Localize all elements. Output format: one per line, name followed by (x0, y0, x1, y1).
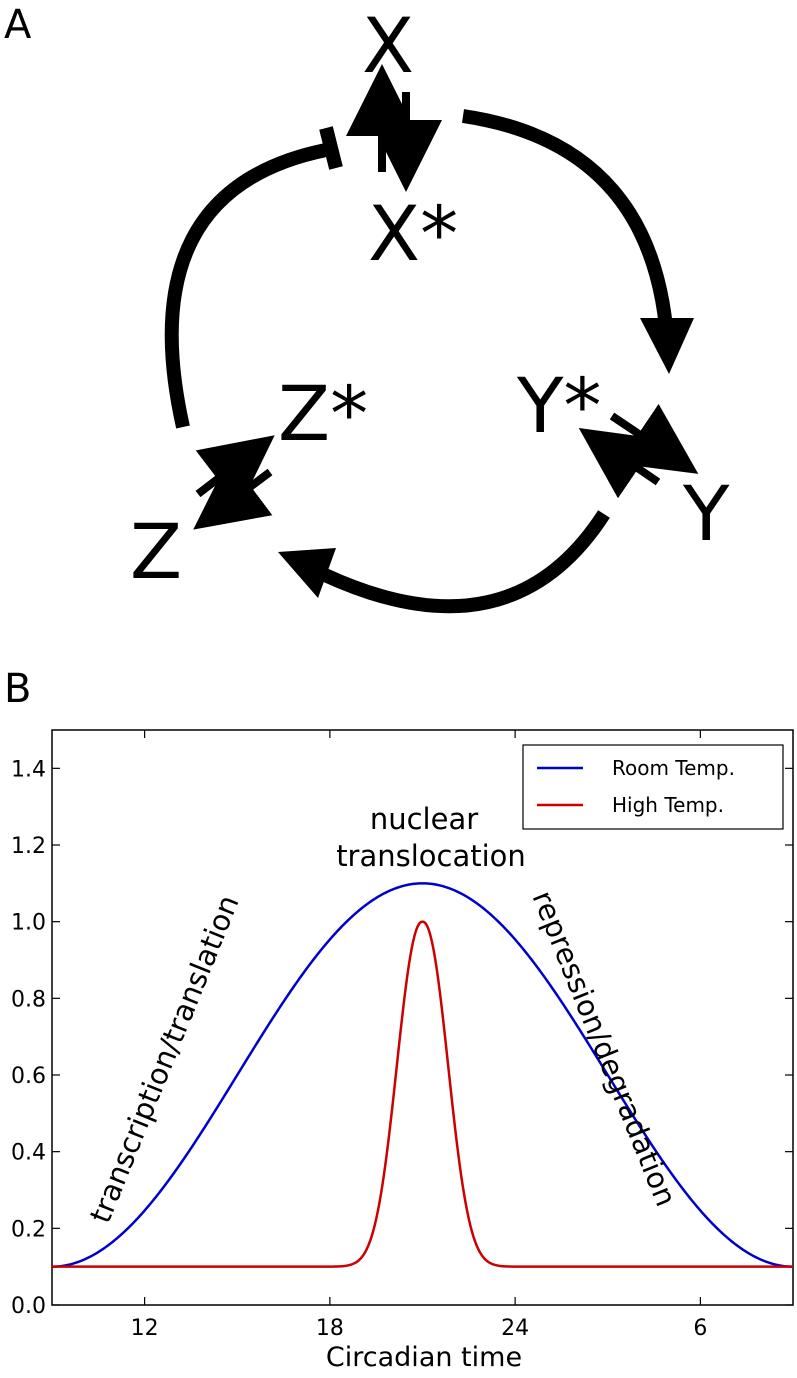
x-tick-label: 6 (693, 1316, 707, 1341)
arrow-y-to-ystar (578, 427, 661, 499)
species-y: Y (682, 469, 730, 558)
species-z-star: Z* (278, 369, 368, 458)
species-x-star: X* (368, 189, 458, 278)
panel-b-label: B (4, 666, 31, 712)
y-tick-label: 0.8 (11, 987, 46, 1012)
species-z: Z (130, 507, 182, 596)
y-tick-label: 0.0 (11, 1294, 46, 1319)
y-axis: 0.0 0.2 0.4 0.6 0.8 1.0 1.2 1.4 (11, 757, 793, 1319)
series-room-temp (51, 882, 794, 1268)
legend-box (522, 744, 784, 830)
series-layer (51, 882, 794, 1268)
y-tick-label: 1.4 (11, 757, 46, 782)
species-y-star: Y* (516, 361, 601, 450)
arc-y-activates-z-head (278, 548, 336, 598)
x-tick-label: 18 (316, 1316, 344, 1341)
arc-x-activates-y-head (640, 318, 694, 374)
annotation-peak-line1: nuclear (370, 802, 478, 836)
panel-a-label: A (4, 2, 32, 48)
x-axis: 12 18 24 6 (131, 730, 707, 1341)
x-axis-title: Circadian time (326, 1342, 522, 1373)
plot-area (51, 729, 794, 1306)
panel-a: A X X* Y* Y Z* Z (4, 1, 730, 614)
y-tick-label: 0.6 (11, 1064, 46, 1089)
annotation-rise: transcription/translation (83, 890, 246, 1227)
y-tick-label: 1.0 (11, 911, 46, 936)
y-tick-label: 1.2 (11, 834, 46, 859)
arc-z-represses-x (164, 143, 328, 429)
arc-y-activates-z (322, 510, 610, 614)
x-tick-label: 12 (131, 1316, 159, 1341)
annotation-peak-line2: translocation (336, 839, 526, 873)
species-x: X (362, 1, 414, 90)
legend-label-high-temp: High Temp. (612, 793, 724, 817)
y-tick-label: 0.4 (11, 1141, 46, 1166)
legend-label-room-temp: Room Temp. (612, 756, 735, 780)
legend: Room Temp. High Temp. (522, 744, 784, 830)
repression-bar (319, 126, 343, 170)
annotation-fall: repression/degradation (526, 886, 684, 1211)
arc-x-activates-y (461, 109, 675, 356)
panel-b: B 0.0 0.2 0.4 0.6 0.8 1.0 1.2 1.4 12 18 24 6 Circa… (4, 666, 794, 1373)
x-tick-label: 24 (501, 1316, 529, 1341)
y-tick-label: 0.2 (11, 1217, 46, 1242)
series-high-temp (52, 920, 793, 1268)
arrow-zstar-to-z (193, 457, 273, 530)
